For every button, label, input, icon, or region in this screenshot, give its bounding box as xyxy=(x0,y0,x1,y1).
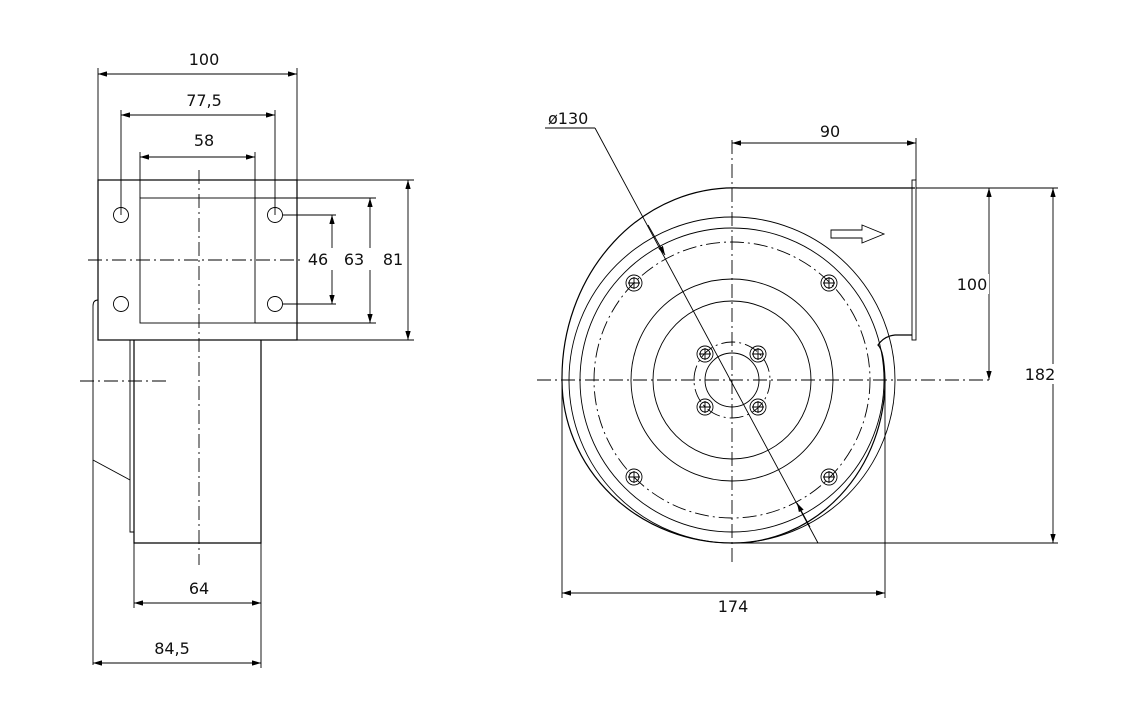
dim-hole-spacing-h: 77,5 xyxy=(186,91,222,110)
dim-outlet-offset: 90 xyxy=(820,122,840,141)
dim-hole-spacing-v: 46 xyxy=(308,250,328,269)
front-view: ø130 90 100 182 174 xyxy=(537,109,1058,616)
arrow-right-icon xyxy=(830,224,886,244)
dim-inner-width: 58 xyxy=(194,131,214,150)
dim-outlet-height: 100 xyxy=(957,275,988,294)
dim-inner-height: 63 xyxy=(344,250,364,269)
dim-body-width: 64 xyxy=(189,579,209,598)
dim-total-height: 182 xyxy=(1025,365,1056,384)
dim-width-total: 100 xyxy=(189,50,220,69)
dim-diameter: ø130 xyxy=(548,109,588,128)
dim-total-width: 174 xyxy=(718,597,749,616)
dim-depth: 84,5 xyxy=(154,639,190,658)
screws xyxy=(625,274,838,486)
dim-plate-height: 81 xyxy=(383,250,403,269)
side-view: 100 77,5 58 46 63 81 64 84,5 xyxy=(80,50,414,668)
